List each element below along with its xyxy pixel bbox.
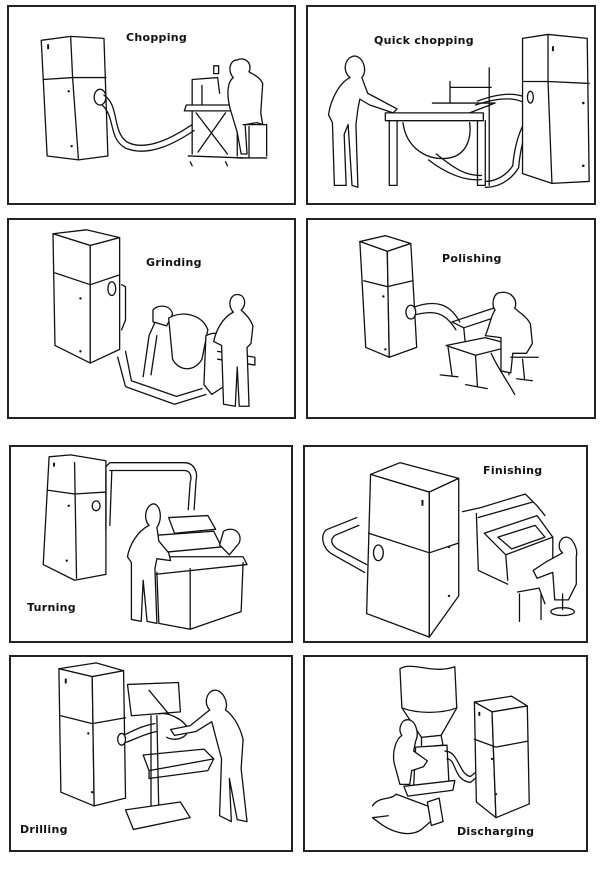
panel-discharging: Discharging [303,655,588,852]
chopping-illustration [9,7,294,203]
duct [106,463,197,530]
hose [445,751,482,782]
standing-worker [127,504,170,624]
lathe [149,516,247,630]
seated-worker [228,59,267,158]
grinding-illustration [9,220,294,417]
dust-collector-cabinet [41,36,108,159]
panel-label: Drilling [20,823,68,836]
finishing-illustration [305,447,586,641]
dust-collector-cabinet [53,230,126,363]
drilling-illustration [11,657,291,850]
seated-worker [485,292,538,380]
duct [323,518,367,573]
seated-worker [518,537,577,621]
polishing-illustration [308,220,594,417]
hose [411,303,460,329]
bag [373,794,444,833]
hose [124,724,157,744]
panel-label: Polishing [442,252,502,265]
standing-worker [214,294,253,406]
drill-press [126,682,214,829]
polishing-bench [440,308,514,394]
dust-collector-cabinet [43,455,106,580]
panel-grinding: Grinding [7,218,296,419]
standing-worker [171,690,247,821]
hose [104,95,192,145]
panel-chopping: Chopping [7,5,296,205]
dust-collector-cabinet [474,696,529,817]
turning-illustration [11,447,291,641]
dust-collector-cabinet [360,236,417,358]
panel-label: Finishing [483,464,543,477]
dust-collector-cabinet [523,34,590,183]
seated-worker [394,720,428,785]
panel-finishing: Finishing [303,445,588,643]
work-table [385,68,495,186]
panel-turning: Turning [9,445,293,643]
quick-chopping-illustration [308,7,594,203]
finishing-booth [463,494,553,584]
hose [476,99,533,182]
panel-label: Turning [27,601,76,614]
standing-worker [329,56,398,187]
panel-polishing: Polishing [306,218,596,419]
panel-label: Grinding [146,256,202,269]
panel-label: Quick chopping [374,34,474,47]
dust-collector-cabinet [59,663,126,806]
panel-quick-chopping: Quick chopping [306,5,596,205]
panel-drilling: Drilling [9,655,293,852]
panel-label: Discharging [457,825,535,838]
dust-collector-cabinet [367,463,459,637]
hopper [400,666,457,796]
duct [118,351,206,404]
panel-label: Chopping [126,31,188,44]
discharging-illustration [305,657,586,850]
